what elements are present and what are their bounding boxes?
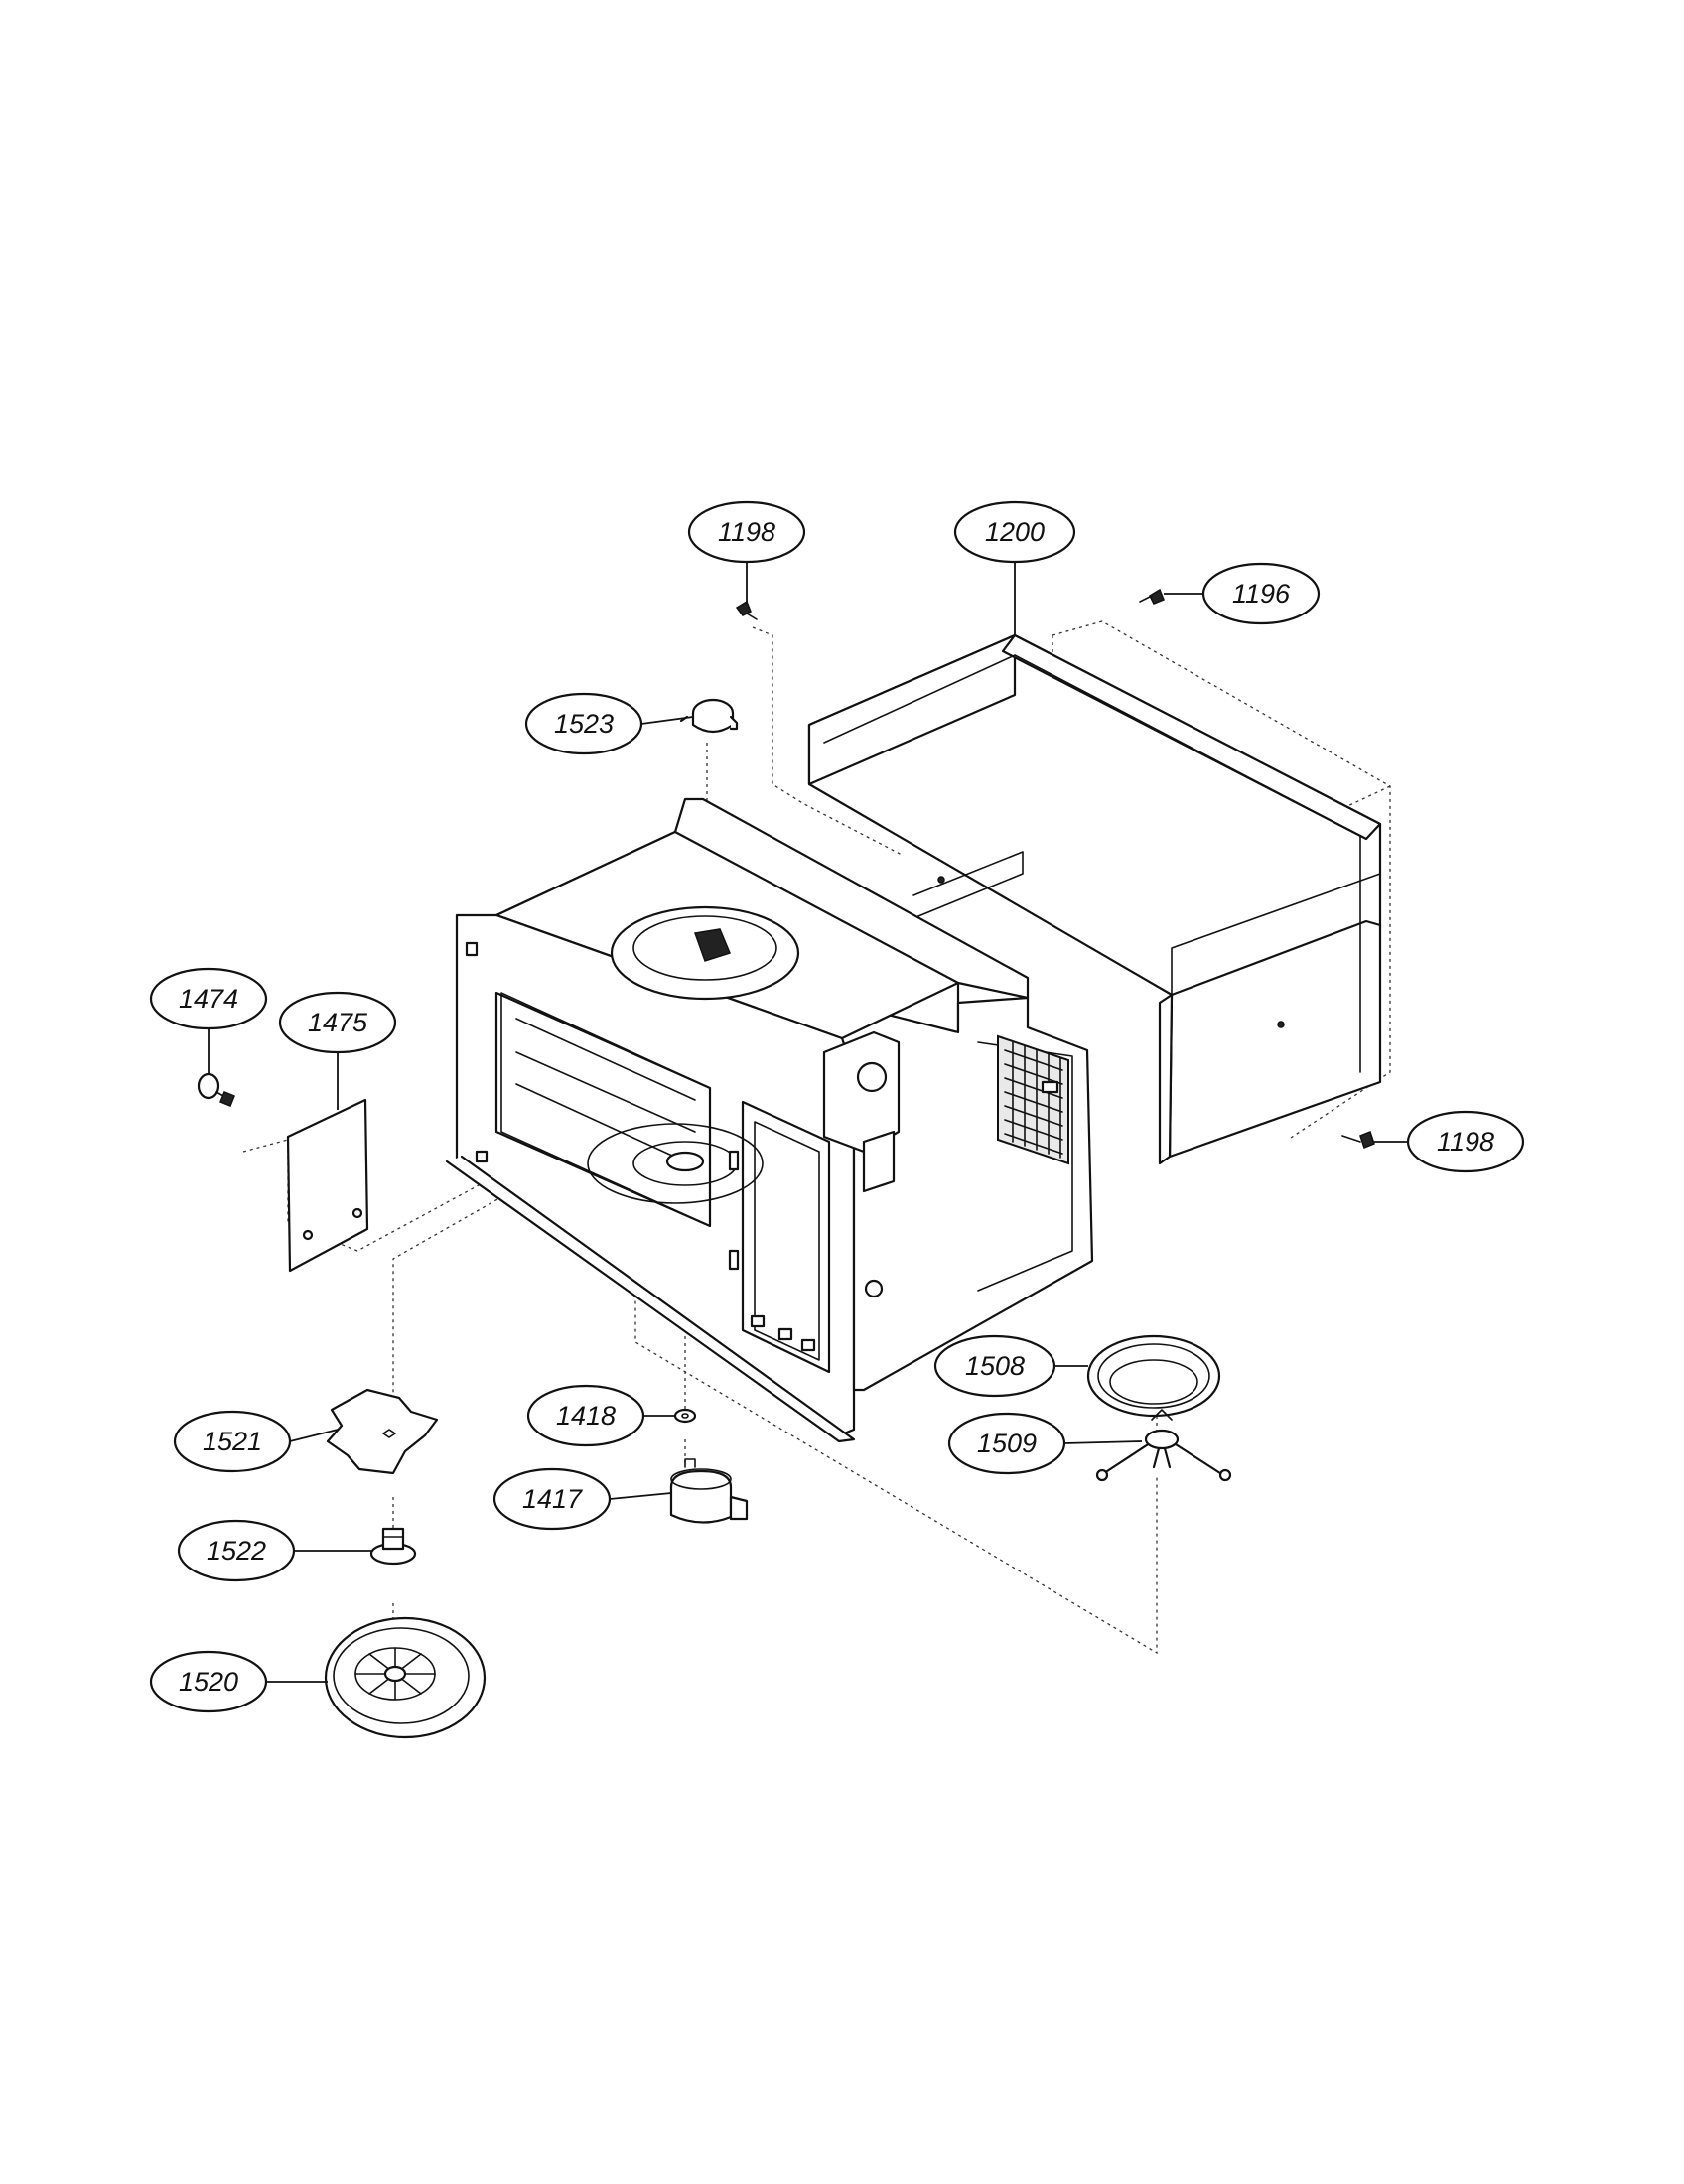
callout-1521: 1521: [173, 1410, 292, 1473]
callout-label: 1196: [1232, 579, 1291, 609]
callout-label: 1508: [965, 1351, 1025, 1381]
washer-1418: [673, 1408, 697, 1424]
screw-1198-top: [735, 600, 758, 620]
callout-1523: 1523: [524, 692, 643, 755]
cover-plate-1475: [286, 1098, 369, 1273]
callout-label: 1520: [179, 1667, 238, 1697]
callout-1198-top: 1198: [687, 500, 806, 564]
vent-grid: [1004, 1041, 1063, 1159]
callout-1418: 1418: [526, 1384, 645, 1447]
leader-lines: [208, 562, 1408, 1683]
callout-label: 1200: [985, 517, 1045, 547]
callout-1508: 1508: [933, 1334, 1056, 1398]
fastener-1474: [197, 1072, 235, 1107]
roller-ring-1509: [1095, 1409, 1232, 1482]
oven-cavity-chassis: [445, 797, 1094, 1443]
glass-tray-1508: [1086, 1334, 1221, 1418]
callout-1475: 1475: [278, 991, 397, 1054]
callout-label: 1523: [554, 709, 614, 739]
callout-label: 1509: [977, 1429, 1037, 1458]
callout-label: 1198: [718, 517, 775, 547]
callout-1509: 1509: [947, 1412, 1066, 1475]
callout-label: 1522: [207, 1536, 266, 1566]
turntable-motor-1417: [669, 1458, 749, 1524]
turntable-support-1520: [324, 1616, 487, 1739]
callout-1520: 1520: [149, 1650, 268, 1713]
callout-label: 1475: [308, 1008, 368, 1037]
callout-label: 1198: [1437, 1127, 1494, 1157]
callout-label: 1521: [203, 1427, 262, 1456]
coupler-plate-1521: [326, 1388, 439, 1475]
coupler-1522: [369, 1527, 417, 1566]
callout-1474: 1474: [149, 967, 268, 1030]
callout-label: 1474: [179, 984, 238, 1014]
callout-1198-right: 1198: [1406, 1110, 1525, 1173]
callout-1200: 1200: [953, 500, 1076, 564]
callout-1196: 1196: [1201, 562, 1321, 625]
callout-1417: 1417: [492, 1467, 612, 1531]
callout-label: 1417: [522, 1484, 583, 1514]
callout-label: 1418: [556, 1401, 616, 1431]
outer-cabinet-1200: [807, 633, 1382, 1165]
screw-1198-right: [1341, 1131, 1375, 1149]
stirrer-motor-1523: [679, 698, 739, 734]
screw-1196: [1139, 588, 1165, 605]
callout-1522: 1522: [177, 1519, 296, 1582]
